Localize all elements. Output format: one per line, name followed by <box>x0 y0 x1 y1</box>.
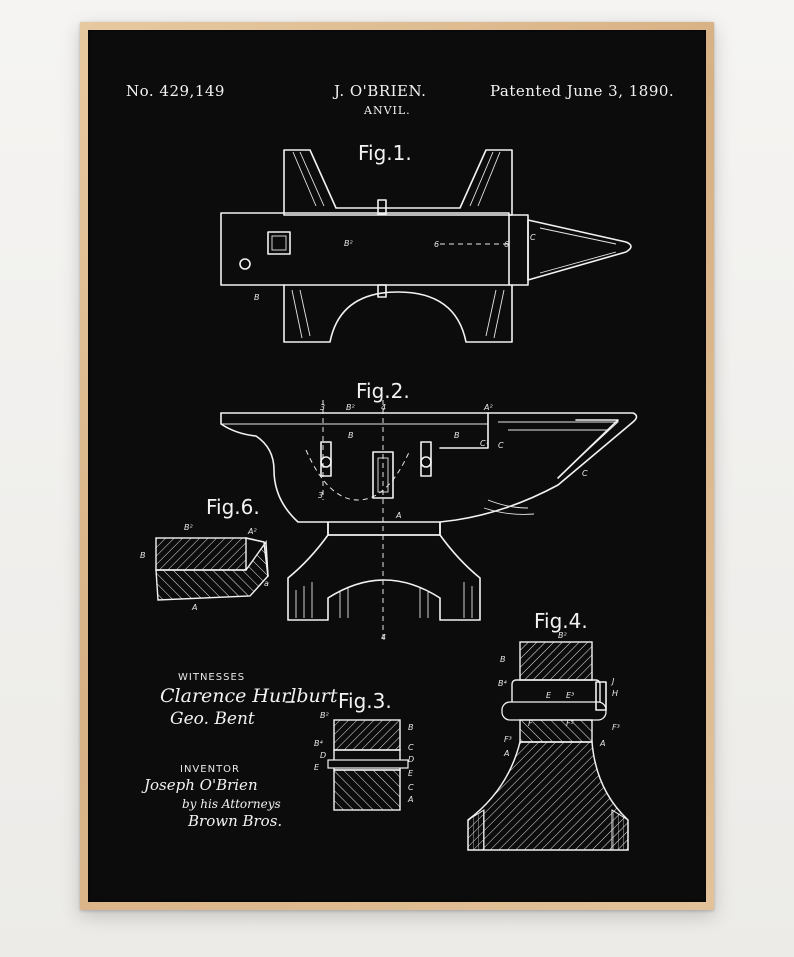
svg-text:B: B <box>140 551 146 560</box>
svg-text:B: B <box>348 431 354 440</box>
svg-text:4: 4 <box>381 403 386 412</box>
svg-text:F: F <box>528 719 533 728</box>
witness-signature-1: Clarence Hurlburt <box>160 685 338 707</box>
inventor-label: INVENTOR <box>180 764 240 775</box>
svg-text:B²: B² <box>558 631 567 640</box>
svg-text:6: 6 <box>504 240 509 249</box>
witnesses-block: WITNESSES Clarence Hurlburt Geo. Bent <box>160 672 338 729</box>
fig4-label: Fig.4. <box>534 609 588 633</box>
patent-date: Patented June 3, 1890. <box>490 82 675 100</box>
svg-text:C¹: C¹ <box>480 439 489 448</box>
svg-text:A: A <box>407 795 413 804</box>
svg-text:C: C <box>582 469 588 478</box>
svg-text:6: 6 <box>434 240 439 249</box>
fig2-label: Fig.2. <box>356 379 410 403</box>
witness-signature-2: Geo. Bent <box>170 709 255 729</box>
svg-text:B: B <box>454 431 460 440</box>
svg-text:D: D <box>408 755 414 764</box>
svg-text:C: C <box>498 441 504 450</box>
svg-text:F³: F³ <box>612 723 620 732</box>
fig6-label: Fig.6. <box>206 495 260 519</box>
svg-text:C: C <box>408 743 414 752</box>
svg-text:D: D <box>320 751 326 760</box>
svg-text:B²: B² <box>344 239 353 248</box>
svg-text:A: A <box>599 739 605 748</box>
figure-6-section: Fig.6. B² A² B a A <box>140 495 269 612</box>
patent-subject: ANVIL. <box>364 104 411 117</box>
svg-text:3: 3 <box>318 491 323 500</box>
svg-text:A: A <box>395 511 401 520</box>
svg-text:3: 3 <box>320 403 325 412</box>
figure-1-top-view: Fig.1. B² 6 6 C <box>220 141 632 343</box>
inventor-signature: Joseph O'Brien <box>141 776 258 794</box>
attorneys-firm: Brown Bros. <box>187 812 282 830</box>
svg-text:E: E <box>314 763 320 772</box>
svg-text:A: A <box>503 749 509 758</box>
svg-text:E: E <box>546 691 552 700</box>
svg-text:C: C <box>530 233 536 242</box>
patent-drawing: Fig.1. B² 6 6 C <box>140 141 638 851</box>
svg-text:E³: E³ <box>566 691 574 700</box>
witnesses-label: WITNESSES <box>178 672 245 683</box>
svg-text:4: 4 <box>381 633 386 642</box>
svg-text:B⁴: B⁴ <box>498 679 507 688</box>
fig3-label: Fig.3. <box>338 689 392 713</box>
svg-text:F³: F³ <box>504 735 512 744</box>
svg-text:C: C <box>408 783 414 792</box>
svg-text:B²: B² <box>184 523 193 532</box>
inventor-block: INVENTOR Joseph O'Brien by his Attorneys… <box>141 764 282 830</box>
figure-3-key-detail: Fig.3. B² B B⁴ D E C D E C A <box>314 689 414 811</box>
inventor-name: J. O'BRIEN. <box>334 82 427 100</box>
svg-text:H: H <box>612 689 618 698</box>
patent-number: No. 429,149 <box>126 82 225 100</box>
attorneys-line: by his Attorneys <box>182 797 281 811</box>
svg-text:E: E <box>408 769 414 778</box>
svg-text:B: B <box>254 293 260 302</box>
svg-text:F³: F³ <box>566 719 574 728</box>
svg-text:a: a <box>264 579 269 588</box>
svg-text:J: J <box>610 677 615 686</box>
patent-print: No. 429,149 J. O'BRIEN. ANVIL. Patented … <box>88 30 706 902</box>
svg-text:B: B <box>408 723 414 732</box>
svg-text:B⁴: B⁴ <box>314 739 323 748</box>
svg-text:A²: A² <box>483 403 493 412</box>
figure-2-side-view: Fig.2. <box>220 379 638 642</box>
svg-text:A²: A² <box>247 527 257 536</box>
poster-frame: No. 429,149 J. O'BRIEN. ANVIL. Patented … <box>80 22 714 910</box>
svg-text:B²: B² <box>320 711 329 720</box>
svg-text:A: A <box>191 603 197 612</box>
svg-text:B: B <box>500 655 506 664</box>
fig1-label: Fig.1. <box>358 141 412 165</box>
figure-4-cross-section: Fig.4. B² B B⁴ J H E E³ F F³ F³ F³ <box>467 609 629 851</box>
svg-text:B²: B² <box>346 403 355 412</box>
